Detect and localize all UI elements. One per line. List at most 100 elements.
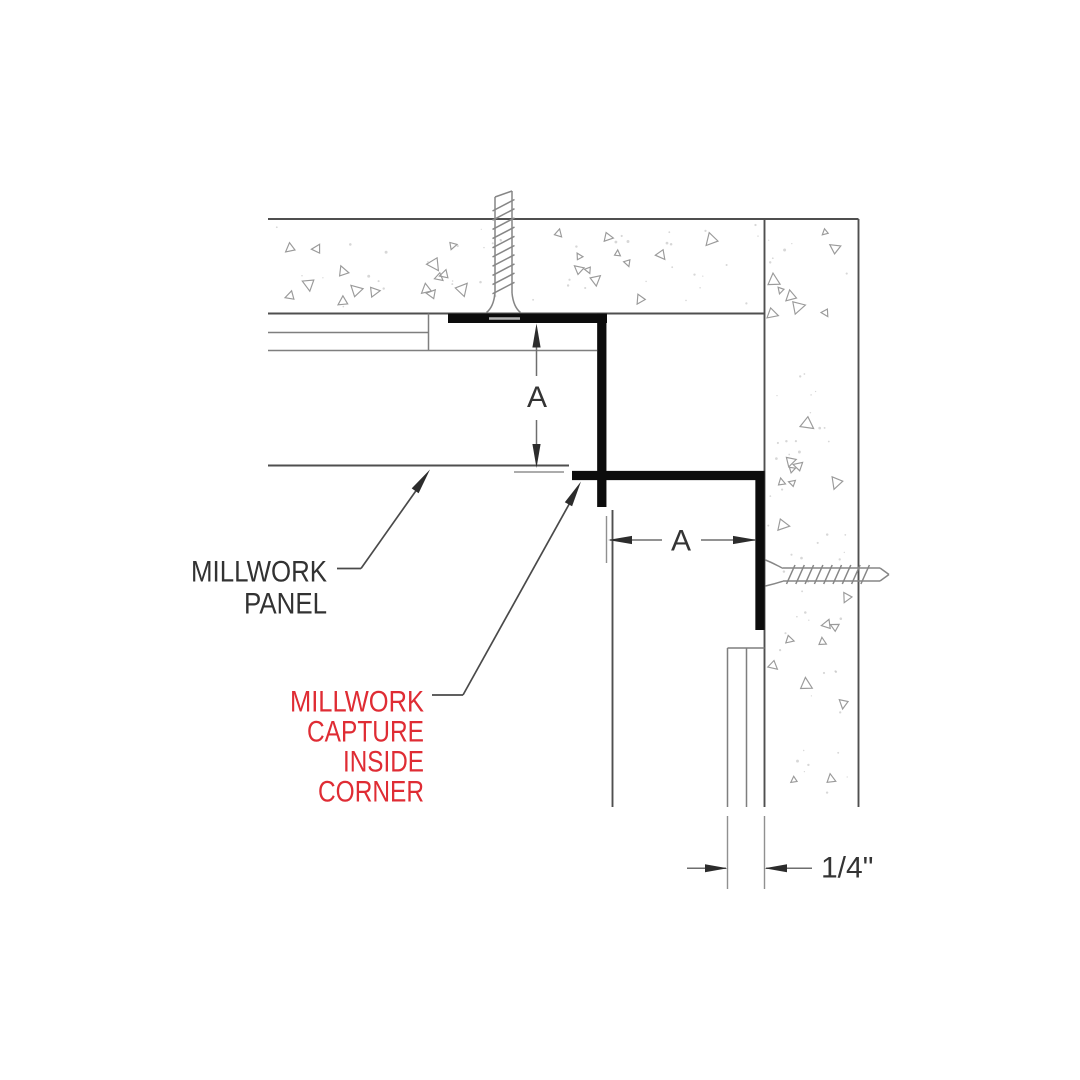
- reveal-label: 1/4": [821, 852, 873, 885]
- stipple-triangle: [350, 284, 365, 298]
- stipple-triangle: [336, 294, 349, 306]
- stipple-dot: [781, 488, 784, 491]
- stipple-triangle: [821, 227, 830, 236]
- stipple-dot: [568, 278, 571, 281]
- stipple-triangle: [438, 268, 449, 279]
- stipple-dot: [834, 670, 838, 673]
- h-dim-arrow-left: [608, 535, 632, 545]
- ceiling-screw-thread: [492, 254, 515, 267]
- wall-screw-thread: [860, 564, 871, 585]
- stipple-dot: [451, 280, 454, 282]
- stipple-dot: [699, 286, 701, 289]
- ceiling-screw-thread: [492, 208, 515, 221]
- wall-screw-tip-bottom: [879, 573, 890, 582]
- ceiling-screw-thread: [492, 244, 515, 258]
- stipple-dot: [342, 305, 345, 308]
- stipple-dot: [614, 240, 618, 244]
- stipple-triangle: [788, 466, 797, 475]
- ceiling-slab-section: [268, 218, 859, 315]
- stipple-dot: [816, 541, 819, 544]
- stipple-dot: [808, 619, 810, 621]
- stipple-dot: [823, 426, 826, 429]
- h-dim-label: A: [671, 525, 691, 558]
- stipple-triangle: [573, 265, 586, 276]
- stipple-triangle: [819, 308, 829, 318]
- stipple-dot: [825, 791, 829, 794]
- stipple-triangle: [792, 301, 807, 316]
- stipple-dot: [275, 226, 278, 229]
- stipple-dot: [532, 298, 535, 301]
- stipple-triangle: [589, 274, 602, 288]
- wall-stipple: [766, 227, 854, 794]
- stipple-dot: [671, 266, 674, 269]
- wall-screw-thread: [804, 564, 815, 585]
- stipple-dot: [776, 441, 779, 445]
- capture-leader-arrow: [564, 481, 581, 507]
- stipple-triangle: [338, 264, 351, 277]
- stipple-dot: [768, 261, 772, 264]
- wall-screw: [765, 559, 890, 587]
- dimension-reveal: 1/4": [687, 816, 873, 889]
- stipple-dot: [301, 275, 303, 277]
- stipple-triangle: [785, 288, 798, 302]
- stipple-triangle: [420, 282, 433, 295]
- stipple-dot: [837, 751, 840, 754]
- wall-screw-flare-top: [765, 559, 784, 569]
- stipple-dot: [790, 553, 793, 556]
- stipple-triangle: [583, 266, 591, 275]
- wall-substrate: [611, 510, 765, 807]
- stipple-dot: [825, 533, 829, 536]
- stipple-triangle: [603, 231, 615, 243]
- stipple-dot: [725, 263, 728, 267]
- ceiling-screw-flare-right: [511, 292, 521, 314]
- stipple-dot: [794, 440, 798, 443]
- stipple-triangle: [777, 517, 791, 532]
- h-dim-arrow-right: [733, 535, 757, 545]
- labels: MILLWORK PANEL MILLWORK CAPTURE INSIDE C…: [191, 556, 424, 809]
- stipple-dot: [665, 241, 669, 245]
- ceiling-screw: [486, 190, 521, 314]
- capture-label-line2: CAPTURE: [307, 716, 424, 749]
- wall-screw-thread: [795, 564, 805, 585]
- stipple-triangle: [553, 227, 563, 238]
- stipple-triangle: [838, 698, 850, 711]
- stipple-dot: [479, 280, 482, 284]
- stipple-triangle: [798, 415, 815, 430]
- stipple-dot: [427, 261, 429, 263]
- stipple-triangle: [828, 244, 842, 255]
- stipple-dot: [384, 250, 388, 254]
- panel-leader-arrow: [411, 469, 430, 494]
- ceiling-screw-thread: [492, 217, 515, 231]
- stipple-dot: [645, 280, 647, 283]
- reveal-arrow-left: [705, 864, 728, 873]
- stipple-dot: [788, 453, 791, 456]
- ceiling-screw-thread: [492, 235, 515, 249]
- wall-section: [763, 219, 860, 807]
- stipple-dot: [803, 373, 806, 375]
- stipple-dot: [767, 524, 770, 527]
- stipple-triangle: [654, 248, 666, 261]
- wall-screw-thread: [850, 564, 861, 585]
- stipple-dot: [349, 243, 352, 246]
- stipple-dot: [784, 632, 787, 635]
- stipple-triangle: [767, 271, 782, 286]
- wall-screw-thread: [785, 564, 796, 585]
- stipple-dot: [685, 299, 687, 302]
- stipple-dot: [775, 457, 778, 460]
- stipple-dot: [839, 617, 843, 620]
- stipple-triangle: [791, 461, 804, 472]
- stipple-triangle: [818, 636, 828, 646]
- v-dim-arrow-up: [532, 323, 541, 348]
- wall-screw-tip-top: [879, 567, 890, 576]
- stipple-dot: [704, 229, 707, 233]
- stipple-dot: [626, 240, 630, 243]
- ceiling-screw-flare-left: [486, 292, 496, 314]
- stipple-dot: [367, 274, 371, 278]
- stipple-triangle: [576, 252, 585, 261]
- stipple-dot: [796, 759, 799, 763]
- stipple-triangle: [301, 279, 315, 293]
- stipple-dot: [480, 228, 482, 230]
- millwork-panel-label-line1: MILLWORK: [191, 556, 327, 589]
- stipple-dot: [575, 245, 578, 248]
